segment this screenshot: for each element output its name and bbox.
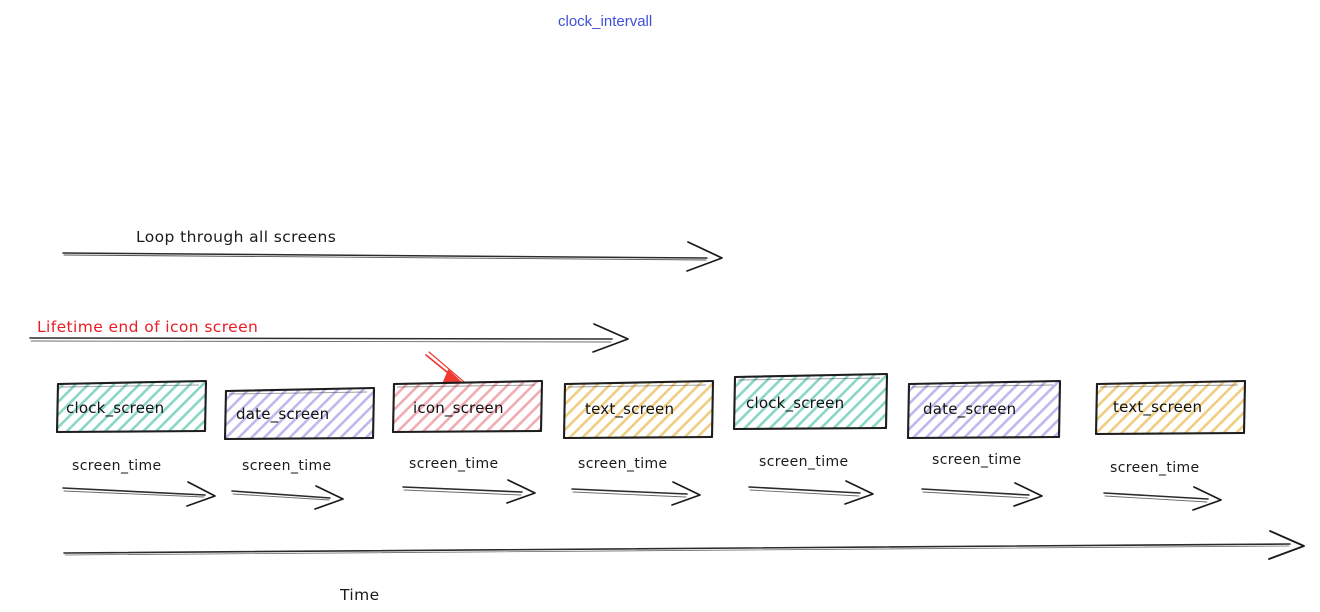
time-axis-label: Time xyxy=(339,586,380,604)
loop-arrow-label: Loop through all screens xyxy=(136,228,336,246)
screen-box-3-label: icon_screen xyxy=(413,399,504,418)
screen-box-5[interactable]: clock_screen xyxy=(732,372,889,431)
screen-box-2-label: date_screen xyxy=(236,405,329,424)
time-axis: Time xyxy=(63,530,1305,604)
screen-time-4: screen_time xyxy=(571,456,701,506)
screen-time-4-arrowhead-icon xyxy=(671,481,701,506)
screen-time-1: screen_time xyxy=(62,458,216,507)
screen-time-7: screen_time xyxy=(1103,460,1222,511)
screen-time-1-arrowhead-icon xyxy=(186,481,216,507)
screen-box-5-label: clock_screen xyxy=(746,394,844,413)
screen-box-2[interactable]: date_screen xyxy=(223,386,376,441)
time-axis-arrowhead-icon xyxy=(1268,530,1305,560)
screen-time-5-label: screen_time xyxy=(759,454,849,470)
loop-arrowhead-icon xyxy=(686,241,723,272)
screen-time-2-arrowhead-icon xyxy=(314,485,344,510)
screen-time-3-label: screen_time xyxy=(409,456,499,472)
screen-time-2-label: screen_time xyxy=(242,458,332,474)
screen-box-7[interactable]: text_screen xyxy=(1094,379,1247,436)
screen-box-3[interactable]: icon_screen xyxy=(391,379,544,434)
screen-box-6-label: date_screen xyxy=(923,400,1016,419)
screen-box-6[interactable]: date_screen xyxy=(906,379,1062,440)
screen-box-7-label: text_screen xyxy=(1113,398,1202,417)
screen-time-7-label: screen_time xyxy=(1110,460,1200,476)
screen-box-4-label: text_screen xyxy=(585,400,674,419)
screen-box-4[interactable]: text_screen xyxy=(562,379,715,440)
screen-box-1-label: clock_screen xyxy=(66,399,164,418)
screen-time-6: screen_time xyxy=(921,452,1043,507)
screen-time-3: screen_time xyxy=(402,456,536,504)
screen-time-5-arrowhead-icon xyxy=(844,480,874,505)
screen-time-7-arrowhead-icon xyxy=(1192,486,1222,511)
screen-time-2: screen_time xyxy=(231,458,344,510)
screen-time-1-label: screen_time xyxy=(72,458,162,474)
screen-time-6-label: screen_time xyxy=(932,452,1022,468)
lifetime-arrowhead-icon xyxy=(592,323,629,353)
screen-time-5: screen_time xyxy=(748,454,874,505)
lifetime-arrow-group: Lifetime end of icon screen xyxy=(29,318,629,353)
screen-time-3-arrowhead-icon xyxy=(506,479,536,504)
screen-time-6-arrowhead-icon xyxy=(1013,482,1043,507)
page-title: clock_intervall xyxy=(558,13,652,30)
lifetime-arrow-label: Lifetime end of icon screen xyxy=(37,318,258,336)
screen-time-4-label: screen_time xyxy=(578,456,668,472)
loop-arrow-group: Loop through all screens xyxy=(62,228,723,272)
screen-box-1[interactable]: clock_screen xyxy=(55,379,208,434)
